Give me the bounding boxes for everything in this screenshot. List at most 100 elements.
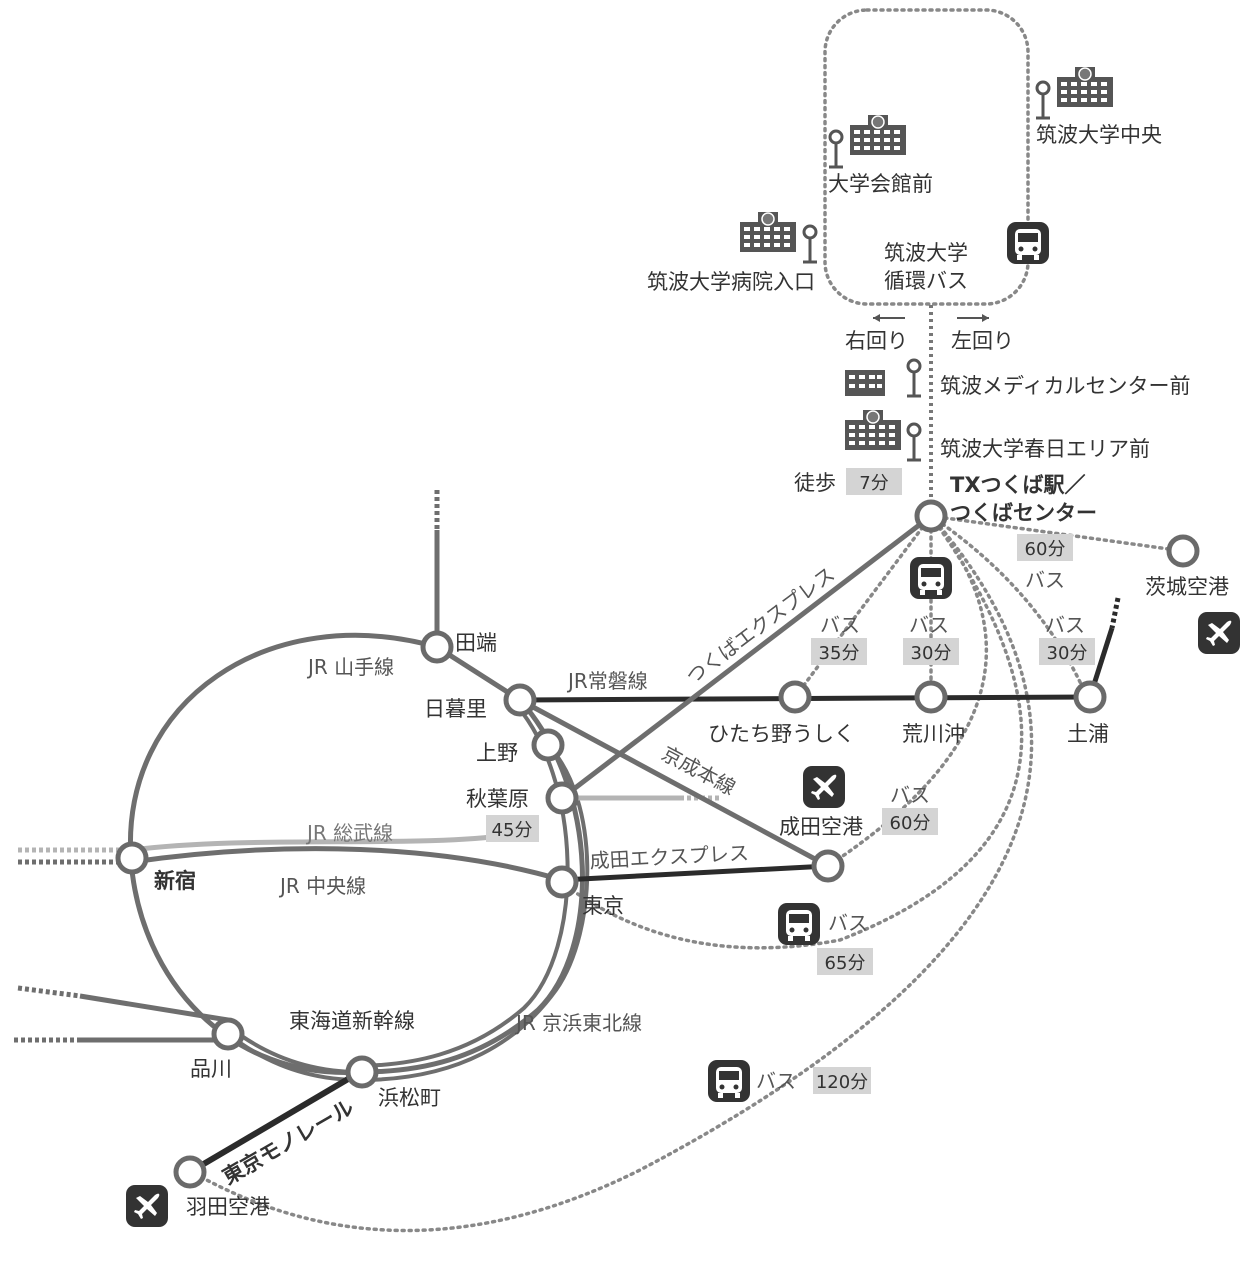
narita-bus-label: バス bbox=[890, 783, 930, 807]
bus-stop-kaikan-icon bbox=[827, 129, 845, 169]
station-shinjuku[interactable] bbox=[115, 841, 149, 875]
ibaraki-bus-label: バス bbox=[1025, 568, 1065, 592]
narita-time-badge-bg bbox=[882, 808, 938, 835]
station-tabata-label: 田端 bbox=[455, 631, 497, 655]
bus-stop-hospital-icon bbox=[801, 224, 819, 264]
ibaraki-time: 60分 bbox=[1025, 539, 1066, 560]
station-hitachino-label: ひたち野うしく bbox=[708, 722, 855, 746]
bus-stop-chuo-icon bbox=[1034, 80, 1052, 120]
stop-medical-label: 筑波メディカルセンター前 bbox=[940, 374, 1191, 398]
station-nippori-label: 日暮里 bbox=[424, 697, 487, 721]
station-shinjuku-label: 新宿 bbox=[154, 869, 196, 893]
narita-time: 60分 bbox=[890, 813, 931, 834]
station-tokyo-label: 東京 bbox=[582, 894, 624, 918]
station-haneda[interactable] bbox=[173, 1155, 207, 1189]
line-joban-label: JR常磐線 bbox=[566, 669, 648, 693]
bus-stop-medical-icon bbox=[905, 358, 923, 398]
campus-loop bbox=[823, 8, 1030, 512]
station-arakawaoki[interactable] bbox=[914, 680, 948, 714]
line-keisei-label: 京成本線 bbox=[658, 741, 740, 800]
station-tabata[interactable] bbox=[420, 630, 454, 664]
station-narita[interactable] bbox=[811, 849, 845, 883]
station-akihabara[interactable] bbox=[545, 781, 579, 815]
tsuchiura-bus-label: バス bbox=[1045, 613, 1085, 637]
tokyo-bus-label: バス bbox=[828, 911, 868, 935]
haneda-bus-label: バス bbox=[756, 1069, 796, 1093]
station-ueno-label: 上野 bbox=[476, 741, 518, 765]
station-markers bbox=[115, 499, 1200, 1189]
tsuchiura-time-badge-bg bbox=[1039, 638, 1095, 665]
building-hospital-icon bbox=[739, 211, 797, 253]
building-kasuga-icon bbox=[844, 409, 902, 451]
station-tsuchiura[interactable] bbox=[1073, 680, 1107, 714]
station-ibaraki-label: 茨城空港 bbox=[1145, 575, 1229, 599]
akiba-time-badge-bg bbox=[486, 815, 539, 842]
bus-stop-kasuga-icon bbox=[905, 422, 923, 462]
building-kaikan-icon bbox=[849, 114, 907, 156]
station-akihabara-label: 秋葉原 bbox=[466, 787, 529, 811]
arakawa-time: 30分 bbox=[911, 643, 952, 664]
plane-haneda-icon bbox=[126, 1185, 168, 1227]
arrow-right-dir-icon bbox=[873, 314, 905, 322]
station-tokyo[interactable] bbox=[545, 865, 579, 899]
arakawa-bus-label: バス bbox=[909, 613, 949, 637]
station-tsuchiura-label: 土浦 bbox=[1067, 722, 1109, 746]
plane-ibaraki-icon bbox=[1198, 612, 1240, 654]
labels: 筑波大学中央 大学会館前 筑波大学病院入口 筑波大学 循環バス 右回り 左回り … bbox=[154, 123, 1229, 1219]
akiba-time: 45分 bbox=[492, 820, 533, 841]
station-tsukuba-label-2: つくばセンター bbox=[950, 501, 1097, 525]
loop-title-2: 循環バス bbox=[884, 269, 968, 293]
arakawa-time-badge-bg bbox=[903, 638, 959, 665]
station-haneda-label: 羽田空港 bbox=[186, 1195, 270, 1219]
station-tsukuba-label-1: TXつくば駅／ bbox=[950, 473, 1086, 497]
dir-right-label: 右回り bbox=[845, 329, 908, 353]
bus-haneda-icon bbox=[708, 1060, 750, 1102]
station-shinagawa-label: 品川 bbox=[190, 1057, 232, 1081]
line-narita-exp-label: 成田エクスプレス bbox=[589, 841, 749, 873]
walk-label: 徒歩 bbox=[794, 471, 836, 495]
station-narita-label: 成田空港 bbox=[779, 815, 863, 839]
station-ibaraki[interactable] bbox=[1166, 534, 1200, 568]
station-nippori[interactable] bbox=[503, 683, 537, 717]
haneda-time-badge-bg bbox=[813, 1067, 871, 1094]
station-hamamatsucho[interactable] bbox=[345, 1055, 379, 1089]
station-ueno[interactable] bbox=[531, 728, 565, 762]
rail-lines bbox=[14, 490, 1121, 1175]
badges bbox=[486, 468, 1095, 1094]
line-chuo-label: JR 中央線 bbox=[278, 874, 366, 898]
station-hitachino[interactable] bbox=[778, 680, 812, 714]
hitachino-time-badge-bg bbox=[811, 638, 867, 665]
hitachino-time: 35分 bbox=[819, 643, 860, 664]
line-tokaido-label: 東海道新幹線 bbox=[289, 1009, 415, 1033]
walk-time: 7分 bbox=[859, 473, 888, 494]
arrow-left-dir-icon bbox=[957, 314, 989, 322]
bus-tsukuba-icon bbox=[910, 557, 952, 599]
station-arakawaoki-label: 荒川沖 bbox=[902, 722, 965, 746]
ibaraki-time-badge-bg bbox=[1017, 534, 1073, 561]
stop-kasuga-label: 筑波大学春日エリア前 bbox=[940, 437, 1150, 461]
tokyo-time-badge-bg bbox=[817, 948, 873, 975]
plane-narita-icon bbox=[803, 766, 845, 808]
building-chuo-icon bbox=[1056, 66, 1114, 108]
stop-hospital-label: 筑波大学病院入口 bbox=[647, 270, 815, 294]
bus-loop-icon bbox=[1007, 222, 1049, 264]
dir-left-label: 左回り bbox=[951, 329, 1014, 353]
tokyo-time: 65分 bbox=[825, 953, 866, 974]
tsuchiura-time: 30分 bbox=[1047, 643, 1088, 664]
line-yamanote-label: JR 山手線 bbox=[306, 655, 394, 679]
line-sobu-label: JR 総武線 bbox=[305, 821, 393, 845]
loop-title-1: 筑波大学 bbox=[884, 241, 968, 265]
stop-chuo-label: 筑波大学中央 bbox=[1036, 123, 1162, 147]
station-tsukuba[interactable] bbox=[914, 499, 948, 533]
building-medical-icon bbox=[845, 370, 885, 396]
walk-time-badge-bg bbox=[846, 468, 902, 495]
haneda-time: 120分 bbox=[816, 1072, 868, 1093]
station-shinagawa[interactable] bbox=[211, 1017, 245, 1051]
hitachino-bus-label: バス bbox=[820, 613, 860, 637]
station-hamamatsucho-label: 浜松町 bbox=[378, 1086, 441, 1110]
line-keihin-label: JR 京浜東北線 bbox=[514, 1011, 642, 1035]
stop-kaikan-label: 大学会館前 bbox=[828, 172, 933, 196]
bus-tokyo-icon bbox=[778, 903, 820, 945]
